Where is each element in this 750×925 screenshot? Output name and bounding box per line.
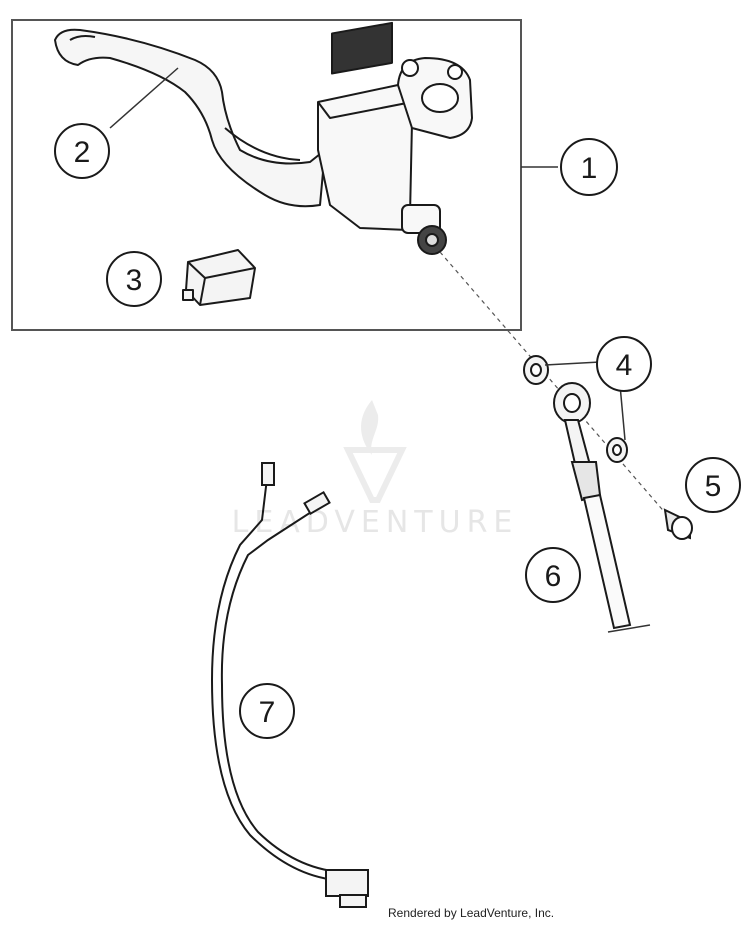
leader-line-4c xyxy=(619,384,626,441)
watermark-logo-icon xyxy=(343,400,407,503)
leader-line-4a xyxy=(544,361,601,366)
callout-3[interactable]: 3 xyxy=(106,251,162,307)
svg-text:5: 5 xyxy=(705,470,722,503)
brake-hose xyxy=(563,419,651,633)
callout-4[interactable]: 4 xyxy=(596,336,652,392)
svg-text:7: 7 xyxy=(259,696,276,729)
brake-light-switch xyxy=(182,249,256,306)
svg-text:3: 3 xyxy=(126,264,143,297)
footer-credit: Rendered by LeadVenture, Inc. xyxy=(388,906,555,920)
callout-5[interactable]: 5 xyxy=(685,457,741,513)
svg-text:4: 4 xyxy=(616,349,633,382)
callout-2[interactable]: 2 xyxy=(54,123,110,179)
master-cylinder xyxy=(317,21,473,255)
callout-1[interactable]: 1 xyxy=(560,138,618,196)
svg-text:2: 2 xyxy=(74,136,91,169)
svg-text:1: 1 xyxy=(581,152,598,185)
warning-label xyxy=(331,21,393,75)
callout-7[interactable]: 7 xyxy=(239,683,295,739)
assembly-box xyxy=(11,19,522,331)
callout-6[interactable]: 6 xyxy=(525,547,581,603)
leader-line-2 xyxy=(109,67,179,129)
svg-text:6: 6 xyxy=(545,560,562,593)
wiring-harness xyxy=(210,462,369,908)
brake-lever xyxy=(54,28,326,208)
assembly-axis xyxy=(439,251,681,531)
